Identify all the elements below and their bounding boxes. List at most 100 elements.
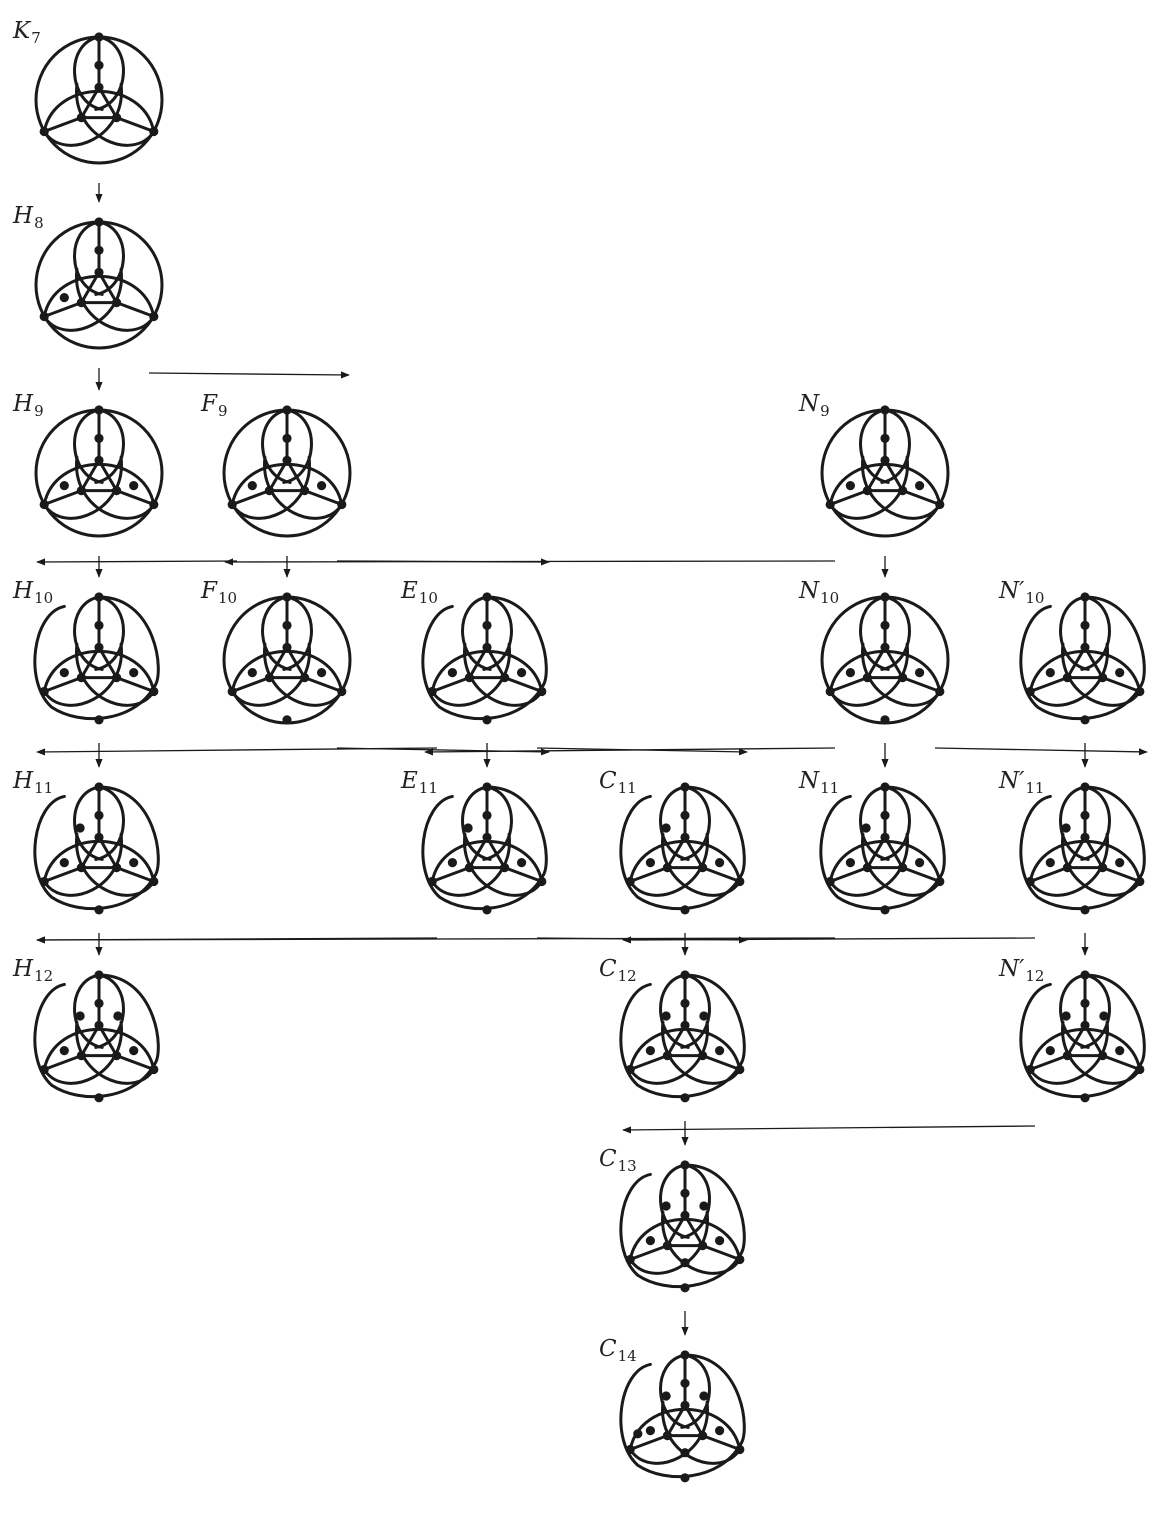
vertex xyxy=(625,1254,635,1265)
spoke-right xyxy=(701,1244,742,1261)
inner-triangle xyxy=(1065,1023,1105,1058)
vertex xyxy=(537,876,547,887)
vertex xyxy=(76,298,86,308)
petal-edge-4 xyxy=(463,642,544,707)
graph-label-h8: H8 xyxy=(12,203,44,232)
graph-n10p xyxy=(1019,592,1146,725)
vertex xyxy=(1045,1046,1055,1056)
spoke-right xyxy=(901,866,942,883)
petal-edge-4 xyxy=(861,832,942,897)
vertex xyxy=(1080,592,1090,602)
vertex xyxy=(482,642,492,653)
vertex xyxy=(59,858,69,868)
vertex xyxy=(1098,863,1108,873)
graph-c11 xyxy=(619,782,746,915)
graph-label-f10: F10 xyxy=(200,578,237,607)
vertex xyxy=(862,673,873,683)
vertex xyxy=(1115,668,1125,678)
graph-label-h12: H12 xyxy=(12,956,53,985)
graphs-layer xyxy=(33,32,1146,1483)
vertex xyxy=(264,673,274,683)
vertex xyxy=(482,715,492,725)
spoke-left xyxy=(42,116,83,133)
graph-label-index: 9 xyxy=(218,402,228,420)
vertex xyxy=(645,1426,656,1436)
vertex xyxy=(715,1426,725,1436)
vertex xyxy=(845,858,856,868)
vertex xyxy=(76,113,86,123)
vertex xyxy=(517,858,527,868)
vertex xyxy=(845,481,856,491)
graph-label-e10: E10 xyxy=(400,578,438,607)
petal-edge-4 xyxy=(861,455,942,520)
vertex xyxy=(113,1011,123,1021)
graph-h12 xyxy=(33,970,160,1103)
vertex xyxy=(482,810,492,821)
outer-cycle xyxy=(619,1353,746,1479)
graph-label-n11p: N′11 xyxy=(998,768,1044,797)
graph-label-letter: H xyxy=(12,956,34,982)
graph-label-h10: H10 xyxy=(12,578,53,607)
spoke-left xyxy=(230,676,271,693)
petal-edge-3 xyxy=(628,1210,709,1275)
vertex xyxy=(94,810,104,821)
vertex xyxy=(735,1444,745,1455)
petal-edge-1 xyxy=(73,35,104,111)
vertex xyxy=(1062,1051,1072,1061)
petal-edge-4 xyxy=(1061,1020,1142,1085)
vertex xyxy=(1135,876,1145,887)
graph-label-index: 10 xyxy=(1025,589,1044,607)
spoke-left xyxy=(430,866,471,883)
vertex xyxy=(94,905,104,915)
petal-edge-3 xyxy=(628,1400,709,1465)
vertex xyxy=(1098,1051,1108,1061)
vertex xyxy=(482,905,492,915)
spoke-right xyxy=(115,676,156,693)
vertex xyxy=(112,298,122,308)
outer-cycle xyxy=(1019,973,1146,1099)
vertex xyxy=(75,823,85,833)
petal-edge-3 xyxy=(430,642,511,707)
spoke-right xyxy=(503,866,544,883)
spoke-left xyxy=(42,1054,83,1071)
inner-triangle xyxy=(79,645,119,680)
vertex xyxy=(625,1444,635,1455)
graph-label-index: 10 xyxy=(34,589,53,607)
spoke-right xyxy=(701,866,742,883)
vertex xyxy=(935,876,945,887)
arrow-n11p-to-c12 xyxy=(622,936,1036,944)
vertex xyxy=(94,620,104,631)
vertex xyxy=(300,673,310,683)
vertex xyxy=(447,668,457,678)
vertex xyxy=(898,486,908,496)
graph-label-letter: C xyxy=(599,1146,617,1172)
graph-label-f9: F9 xyxy=(200,391,228,420)
vertex xyxy=(880,620,890,631)
vertex xyxy=(149,126,159,137)
vertex xyxy=(862,863,873,873)
vertex xyxy=(112,673,122,683)
vertex xyxy=(149,499,159,510)
petal-edge-2 xyxy=(94,595,125,671)
vertex xyxy=(1080,642,1090,653)
vertex xyxy=(112,113,122,123)
graph-label-letter: E xyxy=(400,578,418,604)
petal-edge-1 xyxy=(659,1163,690,1239)
inner-triangle xyxy=(467,645,507,680)
spoke-right xyxy=(503,676,544,693)
vertex xyxy=(880,715,890,725)
petal-edge-2 xyxy=(880,595,911,671)
vertex xyxy=(39,686,49,697)
vertex xyxy=(825,499,835,510)
vertex xyxy=(1115,858,1125,868)
vertex xyxy=(112,863,122,873)
graph-f9 xyxy=(222,405,352,538)
vertex xyxy=(317,481,327,491)
vertex xyxy=(662,1051,673,1061)
petal-edge-3 xyxy=(1028,1020,1109,1085)
vertex xyxy=(1045,668,1055,678)
spoke-right xyxy=(115,116,156,133)
inner-triangle xyxy=(865,835,905,870)
petal-edge-1 xyxy=(1059,595,1090,671)
inner-triangle xyxy=(1065,645,1105,680)
